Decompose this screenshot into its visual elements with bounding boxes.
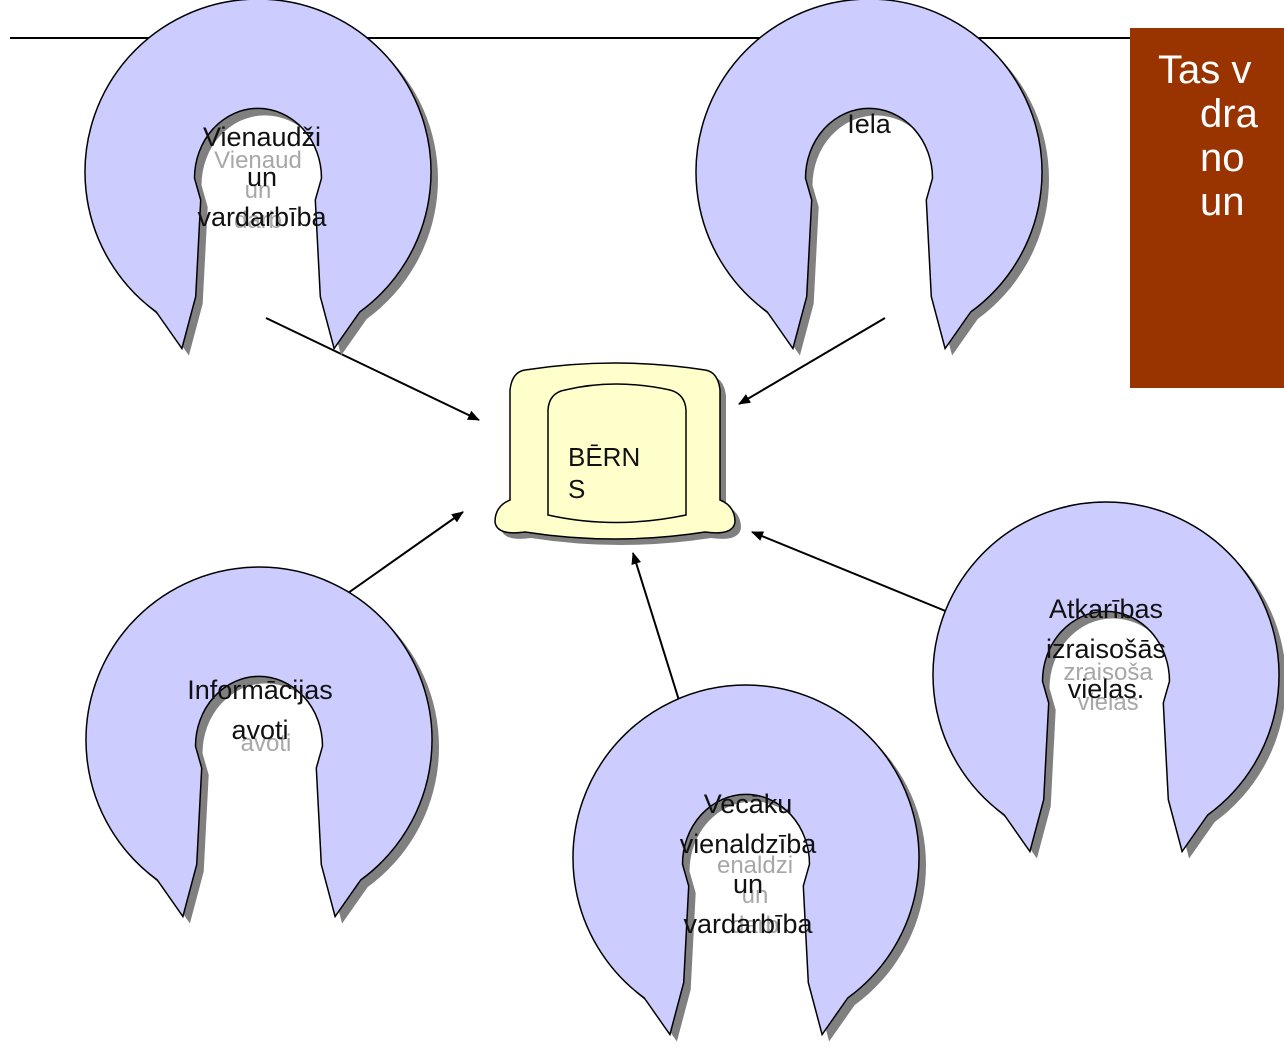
callout-text: Tas v dra no un	[1158, 48, 1258, 224]
node-informacijas: avoti Informācijas avoti	[85, 566, 439, 924]
vienaudzi-label-line-3: vardarbība	[197, 202, 327, 232]
atkaribas-label-line-2: izraisošās	[1046, 634, 1166, 664]
arrow-atkaribas-to-child	[751, 531, 949, 613]
atkaribas-ring-shape	[932, 501, 1280, 854]
callout-line-2: dra	[1200, 92, 1258, 136]
atkaribas-label-line-3: vielas.	[1068, 674, 1145, 704]
informacijas-ghost-label-line-1: avoti	[241, 730, 292, 757]
vecaku-ring-shape	[572, 684, 920, 1037]
vecaku-label-line-4: vardarbība	[683, 909, 813, 939]
vecaku-label-line-1: Vecāku	[704, 789, 793, 819]
vienaudzi-label-line-2: un	[247, 162, 277, 192]
vienaudzi-ghost-label-line-3: darb	[234, 207, 282, 234]
arrow-iela-to-child	[738, 317, 886, 405]
vecaku-ghost-label-line-3: darb	[731, 912, 779, 939]
informacijas-label-line-2: avoti	[231, 715, 288, 745]
informacijas-ring-shape	[85, 566, 433, 919]
vecaku-label-line-2: vienaldzība	[680, 829, 818, 859]
iela-ring-shape	[695, 0, 1043, 351]
child-node: BĒRN S	[494, 362, 741, 545]
node-vecaku: enaldziundarbVecākuvienaldzībaunvardarbī…	[572, 684, 926, 1042]
iela-label-line-1: Iela	[847, 109, 892, 139]
child-node-label-line-1: BĒRN	[568, 442, 640, 472]
callout-line-4: un	[1200, 180, 1245, 224]
callout-box: Tas v dra no un	[1130, 28, 1284, 388]
vienaudzi-ring-shape	[84, 0, 432, 351]
vecaku-label-line-3: un	[733, 869, 763, 899]
vecaku-ghost-label-line-1: enaldzi	[717, 852, 793, 879]
callout-line-1: Tas v	[1158, 48, 1252, 92]
informacijas-label-line-1: Informācijas	[187, 675, 333, 705]
atkaribas-ghost-label-line-2: vielas	[1077, 689, 1138, 716]
atkaribas-ghost-label-line-1: zraisoša	[1063, 659, 1153, 686]
vienaudzi-label-line-1: Vienaudži	[203, 122, 321, 152]
vienaudzi-ghost-label-line-1: Vienaud	[214, 147, 302, 174]
callout-line-3: no	[1200, 136, 1245, 180]
vienaudzi-ghost-label-line-2: un	[245, 177, 272, 204]
node-atkaribas: zraisoša vielas Atkarības izraisošās vielas.	[932, 501, 1284, 859]
vecaku-ghost-label-line-2: un	[742, 882, 769, 909]
arrow-vienaudzi-to-child	[265, 317, 480, 421]
atkaribas-label-line-1: Atkarības	[1049, 594, 1163, 624]
child-node-inner-panel	[547, 383, 687, 524]
node-iela: Iela	[695, 0, 1049, 356]
child-node-label-line-2: S	[568, 474, 585, 504]
